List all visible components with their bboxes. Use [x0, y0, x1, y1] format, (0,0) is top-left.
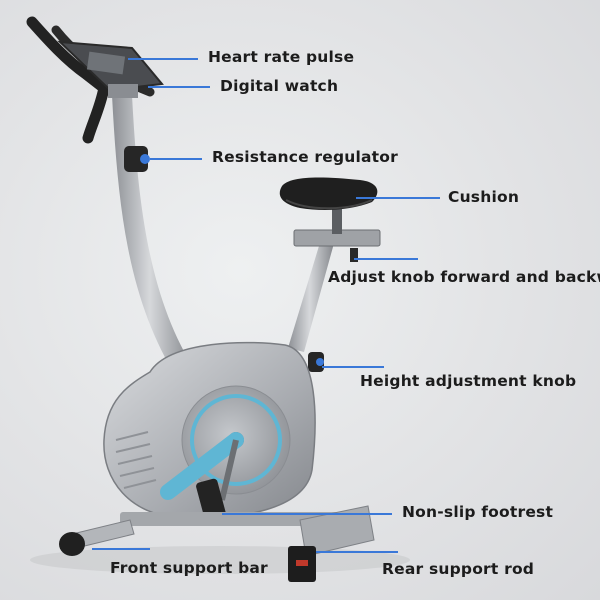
seat-post [288, 236, 336, 352]
label-heart-rate-pulse: Heart rate pulse [208, 48, 355, 66]
leader-heart-rate [128, 58, 198, 60]
label-non-slip-footrest: Non-slip footrest [402, 503, 554, 521]
console-base [108, 84, 138, 98]
leader-footrest [222, 513, 392, 515]
slider-knob [350, 248, 358, 262]
label-height-adjustment-knob: Height adjustment knob [360, 372, 577, 390]
handlebar [26, 16, 111, 144]
leader-cushion [356, 197, 440, 199]
label-front-support-bar: Front support bar [110, 559, 268, 577]
pedal [196, 478, 226, 522]
rear-support-rod [299, 505, 375, 557]
leader-adjust-knob [354, 258, 418, 260]
resistance-knob [124, 146, 148, 172]
leader-front-bar [92, 548, 150, 550]
label-resistance-regulator: Resistance regulator [212, 148, 398, 166]
front-column [112, 95, 196, 380]
seat-cushion [279, 177, 378, 210]
crank-arm [160, 432, 244, 500]
housing-vents [115, 431, 157, 489]
leader-digital-watch [148, 86, 210, 88]
label-adjust-knob: Adjust knob forward and backwa [328, 268, 600, 286]
label-rear-support-rod: Rear support rod [382, 560, 535, 578]
label-digital-watch: Digital watch [220, 77, 339, 95]
leader-height-knob [322, 366, 384, 368]
front-foot-cap [59, 532, 85, 556]
leader-resistance [150, 158, 202, 160]
label-cushion: Cushion [448, 188, 520, 206]
leader-rear-rod [316, 551, 398, 553]
console-screen [86, 51, 126, 75]
